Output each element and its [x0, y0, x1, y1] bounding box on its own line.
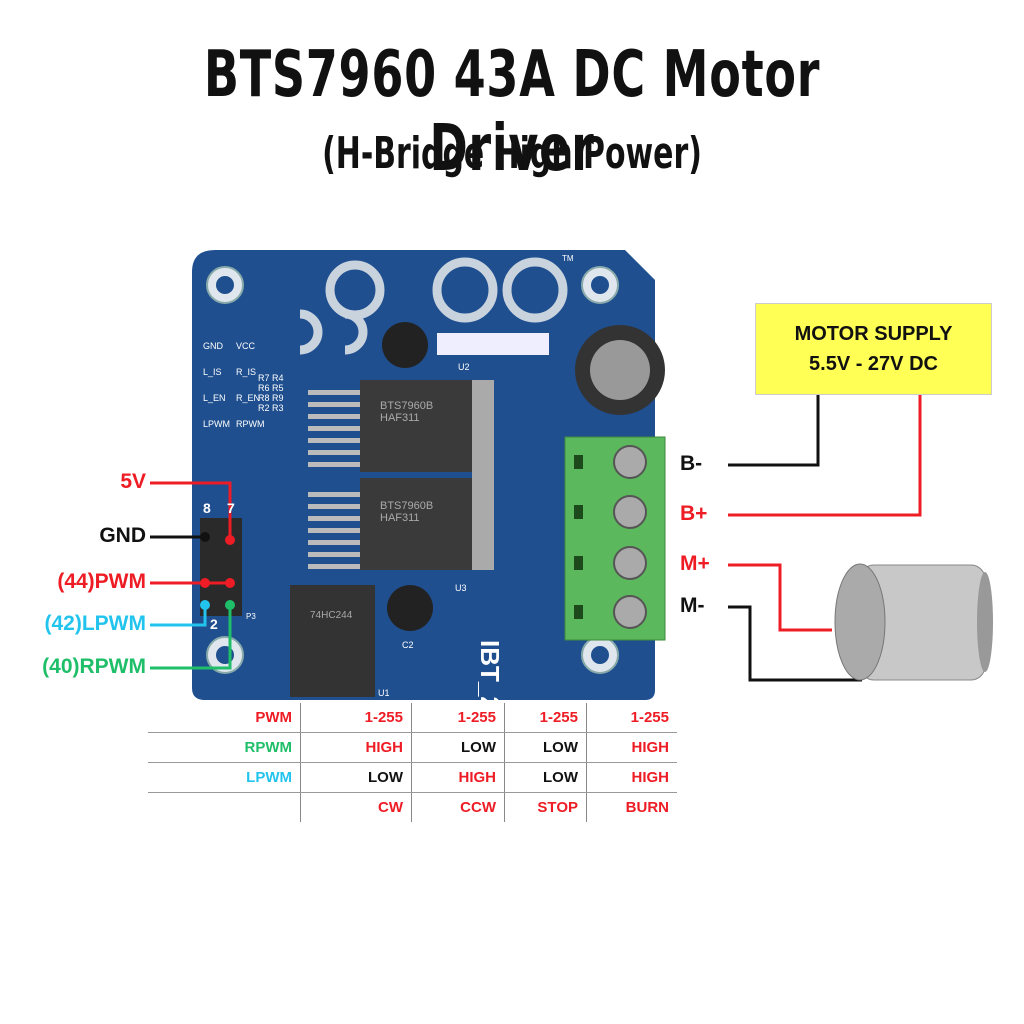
- table-cell: LOW: [504, 762, 587, 793]
- silk-label: GND: [203, 341, 223, 351]
- board-silkscreen: GND L_IS L_EN LPWM VCC R_IS R_EN RPWM: [203, 333, 265, 437]
- silk-label: R_EN: [236, 393, 261, 403]
- logic-chip: [290, 585, 375, 697]
- table-row: CW CCW STOP BURN: [148, 792, 677, 823]
- page-title: BTS7960 43A DC Motor Driver: [203, 38, 821, 186]
- supply-title: MOTOR SUPPLY: [794, 323, 953, 345]
- table-cell: CCW: [411, 792, 505, 822]
- truth-table: PWM 1-255 1-255 1-255 1-255 RPWM HIGH LO…: [148, 703, 677, 822]
- motor-supply-box: MOTOR SUPPLY 5.5V - 27V DC: [755, 303, 992, 395]
- pin-label-lpwm: (42)LPWM: [44, 612, 147, 635]
- dc-motor-illustration: [834, 563, 993, 681]
- board-name: IBT_2: [475, 640, 505, 711]
- table-cell: HIGH: [300, 732, 412, 763]
- silk-label: R_IS: [236, 367, 257, 377]
- cert-logos: [299, 257, 568, 355]
- screw: [387, 585, 433, 631]
- chip-legs: [308, 390, 360, 569]
- table-cell: HIGH: [586, 732, 677, 763]
- pin-num: 7: [227, 500, 235, 516]
- silk-label: RPWM: [236, 419, 265, 429]
- pin-label-gnd: GND: [99, 524, 146, 547]
- ref-c2: C2: [402, 640, 414, 650]
- table-cell: LOW: [300, 762, 412, 793]
- table-cell: BURN: [586, 792, 677, 822]
- table-cell: 1-255: [411, 703, 505, 733]
- table-cell: HIGH: [586, 762, 677, 793]
- screw: [382, 322, 428, 368]
- terminal-m-plus: M+: [680, 552, 710, 575]
- silk-label: VCC: [236, 341, 256, 351]
- ref-u1: U1: [378, 688, 390, 698]
- row-label: [148, 793, 301, 823]
- supply-voltage: 5.5V - 27V DC: [809, 353, 938, 375]
- ref-p3: P3: [246, 612, 256, 621]
- table-cell: LOW: [504, 732, 587, 763]
- pin-num: 8: [203, 500, 211, 516]
- table-cell: HIGH: [411, 762, 505, 793]
- table-row: PWM 1-255 1-255 1-255 1-255: [148, 703, 677, 733]
- logic-chip-label: 74HC244: [310, 610, 353, 621]
- table-cell: 1-255: [300, 703, 412, 733]
- table-row: LPWM LOW HIGH LOW HIGH: [148, 762, 677, 793]
- ref-u2: U2: [458, 362, 470, 372]
- terminal-b-minus: B-: [680, 452, 703, 475]
- silk-label: L_IS: [203, 367, 222, 377]
- silk-label: L_EN: [203, 393, 226, 403]
- silk-label: LPWM: [203, 419, 230, 429]
- terminal-b-plus: B+: [680, 502, 708, 525]
- page-subtitle: (H-Bridge High Power): [322, 128, 702, 179]
- pin-label-5v: 5V: [120, 470, 146, 493]
- table-cell: 1-255: [504, 703, 587, 733]
- table-cell: STOP: [504, 792, 587, 822]
- ref-u3: U3: [455, 583, 467, 593]
- mosfet-chips: [360, 380, 472, 570]
- pin-label-rpwm: (40)RPWM: [42, 655, 146, 678]
- table-cell: LOW: [411, 732, 505, 763]
- table-cell: 1-255: [586, 703, 677, 733]
- terminal-m-minus: M-: [680, 594, 705, 617]
- row-label: PWM: [148, 703, 301, 733]
- row-label: LPWM: [148, 762, 301, 793]
- table-cell: CW: [300, 792, 412, 822]
- trademark: TM: [562, 254, 574, 263]
- row-label: RPWM: [148, 732, 301, 763]
- table-row: RPWM HIGH LOW LOW HIGH: [148, 732, 677, 763]
- pin-num: 2: [210, 616, 218, 632]
- pin-label-pwm: (44)PWM: [57, 570, 146, 593]
